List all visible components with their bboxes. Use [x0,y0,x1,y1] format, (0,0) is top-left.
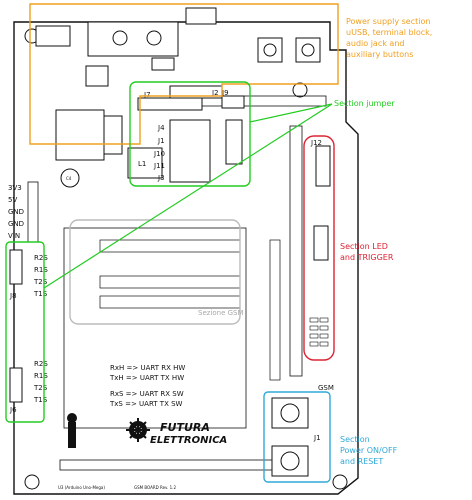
svg-text:C4: C4 [66,176,72,181]
terminal-block [87,21,179,57]
j6-pin-r1s: R1S [34,372,48,380]
audio-jack [35,25,71,47]
j6-pin-t1s: T1S [33,396,48,404]
rocket-logo-icon [67,413,77,448]
button-callout-line-2: Power ON/OFF [340,446,398,455]
jumper-section-highlight [129,81,251,187]
led-callout-line-2: and TRIGGER [340,253,394,262]
logo-line-2: ELETTRONICA [150,435,227,446]
header-right-2 [269,239,281,381]
button-callout-line-1: Section [340,435,370,444]
regulator-tab [103,115,123,155]
power-callout-line-4: auxiliary buttons [346,50,414,59]
power-button-cap [280,403,300,423]
pin-label-vin: VIN [8,232,20,240]
jumper-label-j7: J7 [143,91,151,99]
uart-line-3: RxS => UART RX SW [110,390,184,398]
aux-button-2-cap [301,43,315,57]
header-left [27,181,39,243]
pin-label-3v3: 3V3 [8,184,22,192]
led-section-highlight [303,135,335,361]
jumper-pointer-line [249,103,333,123]
inductor-l1 [127,147,163,179]
gsm-section-label: Sezione GSM [198,309,244,317]
j8-pin-r1s: R1S [34,266,48,274]
jumper-block [137,85,245,183]
button-section-callout: Section Power ON/OFF and RESET [340,434,397,467]
jumper-label-j10: J10 [153,150,165,158]
header-right [289,125,303,377]
jumper-label-j11: J11 [153,162,165,170]
jumper-section-callout: Section jumper [334,99,395,108]
regulator [55,109,105,161]
j6-pin-t2s: T2S [33,384,48,392]
logo-line-1: FUTURA [160,421,210,434]
pin-label-gnd: GND [8,208,24,216]
jumper-j8 [9,249,23,285]
led-section-callout: Section LED and TRIGGER [340,241,393,263]
jumper-label-j9: J9 [221,89,229,97]
capacitor-c4 [60,168,80,188]
uart-line-1: RxH => UART RX HW [110,364,185,372]
jumper-label-j1: J1 [157,137,165,145]
pin-label-5v: 5V [8,196,17,204]
jumper-j12 [315,145,331,187]
gsm-module-footprint [63,227,247,429]
ic-small [85,65,109,87]
reset-button-cap [280,451,300,471]
terminal-screw [146,30,162,46]
j6-pin-r2s: R2S [34,360,48,368]
jumper-j6 [9,367,23,403]
trigger-jumper [313,225,329,261]
mount-hole [332,474,348,490]
usb-connector [185,7,217,25]
jumper-pointer-line [43,103,333,289]
mount-hole [292,82,308,98]
pin-label-gnd-2: GND [8,220,24,228]
j8-label: J8 [9,292,17,300]
power-section-highlight [29,3,339,145]
j8-pin-t2s: T2S [33,278,48,286]
uart-line-4: TxS => UART TX SW [109,400,183,408]
part-label-j1: J1 [313,434,321,442]
aux-button-1-cap [263,43,277,57]
part-label-gsm: GSM [318,384,334,392]
led-callout-line-1: Section LED [340,242,388,251]
jumper-label-j2: J2 [211,89,219,97]
power-section-callout: Power supply section uUSB, terminal bloc… [346,16,432,60]
j8-pin-r2s: R2S [34,254,48,262]
part-label-j12: J12 [310,139,322,147]
svg-text:L1: L1 [138,160,146,168]
uart-line-2: TxH => UART TX HW [109,374,184,382]
mount-hole [24,474,40,490]
button-callout-line-3: and RESET [340,457,384,466]
terminal-screw [112,30,128,46]
power-callout-line-1: Power supply section [346,17,431,26]
jumper-label-j3: J3 [157,174,165,182]
bottom-label-rev: GSM BOARD Rev. 1.2 [134,485,176,490]
part-q [151,57,175,71]
gsm-pad-row [99,239,241,309]
futura-logo-icon [126,418,150,442]
power-callout-line-3: audio jack and [346,39,405,48]
led-array [309,317,329,347]
j8-pin-t1s: T1S [33,290,48,298]
j8-highlight [5,241,45,423]
jumper-label-j4: J4 [157,124,165,132]
j6-label: J6 [9,406,17,414]
power-callout-line-2: uUSB, terminal block, [346,28,433,37]
button-section-highlight [263,391,331,483]
bottom-label-board: U3 (Arduino Uno-Mega) [58,485,105,490]
